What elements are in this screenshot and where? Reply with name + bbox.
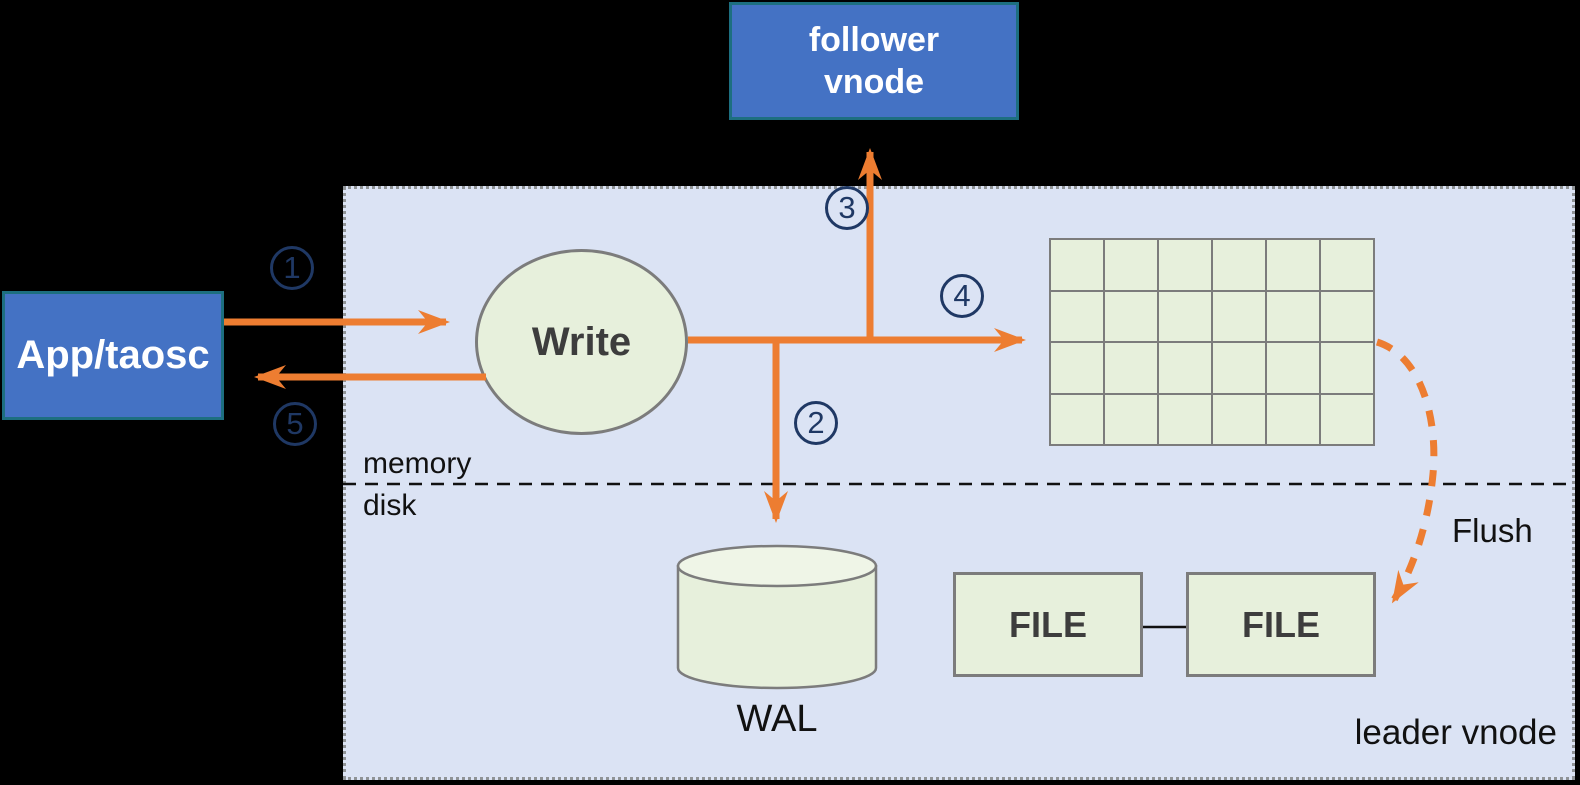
memtable-cell bbox=[1321, 343, 1373, 393]
memtable-cell bbox=[1321, 394, 1373, 444]
follower-vnode-box: follower vnode bbox=[729, 2, 1019, 120]
app-taosc-box: App/taosc bbox=[2, 291, 224, 420]
arrow-flush-memtable-to-file bbox=[1375, 338, 1438, 604]
memtable-cell bbox=[1051, 394, 1103, 444]
memtable-cell bbox=[1267, 394, 1319, 444]
memtable-cell bbox=[1105, 343, 1157, 393]
wal-label: WAL bbox=[736, 698, 818, 740]
step-4-number: 4 bbox=[953, 278, 971, 313]
memtable-cell bbox=[1159, 291, 1211, 341]
memtable-cell bbox=[1105, 240, 1157, 290]
memtable-cell bbox=[1159, 343, 1211, 393]
file-box-right-label: FILE bbox=[1242, 603, 1320, 645]
step-badge-2: 2 bbox=[794, 401, 838, 445]
memtable-cell bbox=[1051, 291, 1103, 341]
step-badge-1: 1 bbox=[270, 246, 314, 290]
write-process-node: Write bbox=[475, 249, 688, 435]
step-5-number: 5 bbox=[286, 406, 304, 441]
file-box-right: FILE bbox=[1186, 572, 1376, 677]
step-1-number: 1 bbox=[283, 250, 301, 285]
follower-vnode-label-line1: follower bbox=[808, 21, 940, 59]
memtable-cell bbox=[1267, 343, 1319, 393]
app-taosc-label: App/taosc bbox=[16, 333, 210, 377]
write-process-label: Write bbox=[531, 319, 632, 364]
memtable-cell bbox=[1051, 240, 1103, 290]
memtable-grid bbox=[1049, 238, 1375, 446]
memtable-cell bbox=[1267, 291, 1319, 341]
memtable-cell bbox=[1105, 394, 1157, 444]
memory-label: memory bbox=[363, 447, 472, 480]
memtable-cell bbox=[1105, 291, 1157, 341]
memtable-cell bbox=[1213, 240, 1265, 290]
file-box-left: FILE bbox=[953, 572, 1143, 677]
memtable-cell bbox=[1159, 394, 1211, 444]
memtable-cell bbox=[1267, 240, 1319, 290]
wal-cylinder-body bbox=[676, 564, 878, 690]
step-badge-5: 5 bbox=[273, 402, 317, 446]
step-badge-3: 3 bbox=[825, 186, 869, 230]
memtable-cell bbox=[1213, 394, 1265, 444]
memtable-cell bbox=[1213, 291, 1265, 341]
wal-cylinder-icon bbox=[676, 544, 878, 690]
step-3-number: 3 bbox=[838, 190, 856, 225]
follower-vnode-label-line2: vnode bbox=[823, 63, 925, 101]
file-box-left-label: FILE bbox=[1009, 603, 1087, 645]
wal-cylinder-top bbox=[676, 544, 878, 588]
memtable-cell bbox=[1159, 240, 1211, 290]
step-badge-4: 4 bbox=[940, 274, 984, 318]
memtable-cell bbox=[1051, 343, 1103, 393]
step-2-number: 2 bbox=[807, 405, 825, 440]
memtable-cell bbox=[1321, 240, 1373, 290]
flush-label: Flush bbox=[1452, 512, 1533, 549]
memtable-cell bbox=[1321, 291, 1373, 341]
disk-label: disk bbox=[363, 489, 417, 522]
leader-vnode-label: leader vnode bbox=[1354, 713, 1557, 752]
memtable-cell bbox=[1213, 343, 1265, 393]
